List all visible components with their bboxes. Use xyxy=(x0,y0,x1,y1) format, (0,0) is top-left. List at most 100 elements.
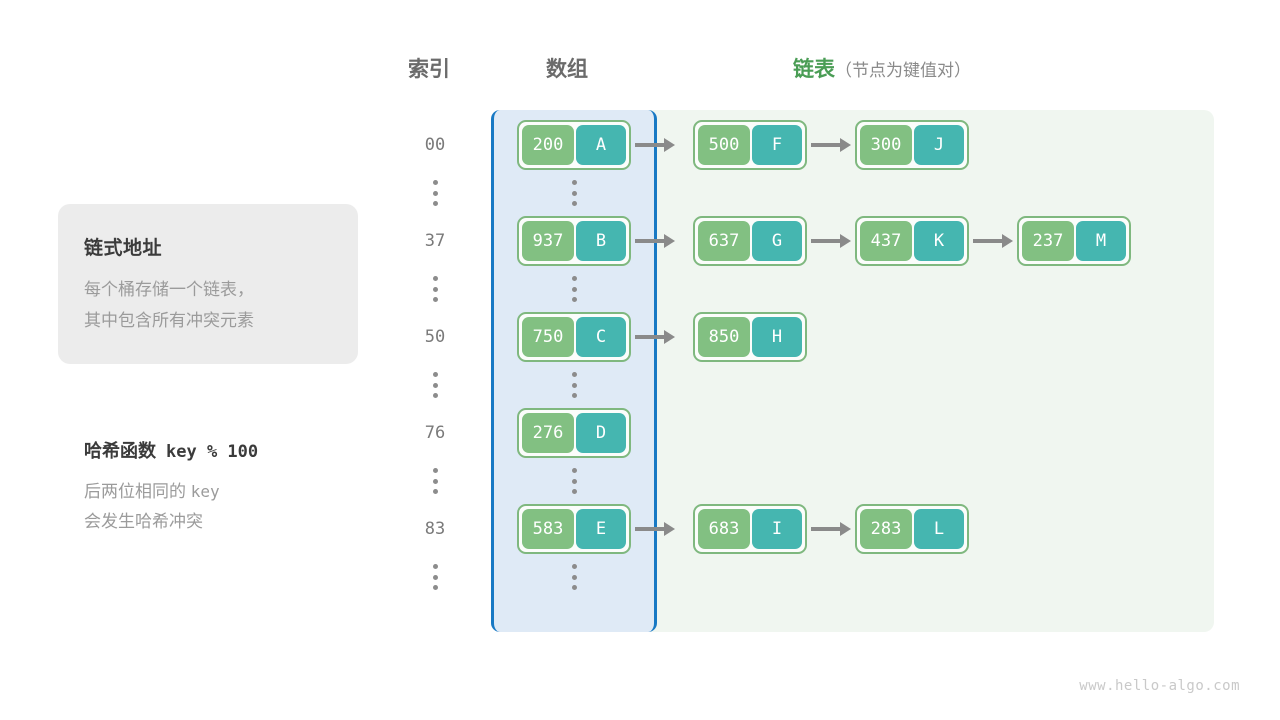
array-ellipsis-icon xyxy=(566,372,582,398)
index-ellipsis-icon xyxy=(427,564,443,590)
index-label: 00 xyxy=(424,135,446,155)
next-pointer-arrow xyxy=(973,234,1013,248)
header-index: 索引 xyxy=(408,58,450,81)
node-key: 237 xyxy=(1022,221,1074,261)
node-value: L xyxy=(914,509,964,549)
array-ellipsis-icon xyxy=(566,564,582,590)
hash-note-line1: 后两位相同的 xyxy=(84,482,191,501)
node-value: M xyxy=(1076,221,1126,261)
header-linked-list-main: 链表 xyxy=(793,58,835,81)
arrow-head xyxy=(664,234,675,248)
arrow-head xyxy=(840,522,851,536)
index-label: 37 xyxy=(424,231,446,251)
index-ellipsis-icon xyxy=(427,372,443,398)
node-value: G xyxy=(752,221,802,261)
node-value: I xyxy=(752,509,802,549)
arrow-shaft xyxy=(635,143,665,147)
arrow-shaft xyxy=(635,335,665,339)
index-label: 50 xyxy=(424,327,446,347)
info-card: 链式地址 每个桶存储一个链表， 其中包含所有冲突元素 xyxy=(58,204,358,364)
node-value: B xyxy=(576,221,626,261)
next-pointer-arrow xyxy=(635,138,675,152)
next-pointer-arrow xyxy=(635,234,675,248)
next-pointer-arrow xyxy=(635,522,675,536)
node-key: 276 xyxy=(522,413,574,453)
array-ellipsis-icon xyxy=(566,276,582,302)
arrow-head xyxy=(840,138,851,152)
hash-function-label: 哈希函数 xyxy=(84,441,156,461)
node-value: D xyxy=(576,413,626,453)
node-key: 300 xyxy=(860,125,912,165)
hash-note-line2: 会发生哈希冲突 xyxy=(84,512,203,531)
node-key: 850 xyxy=(698,317,750,357)
node-key: 937 xyxy=(522,221,574,261)
node-key: 583 xyxy=(522,509,574,549)
node-value: K xyxy=(914,221,964,261)
node-key: 683 xyxy=(698,509,750,549)
ellipsis-row xyxy=(392,462,1214,500)
index-label: 76 xyxy=(424,423,446,443)
hash-function-note: 后两位相同的 key 会发生哈希冲突 xyxy=(84,477,220,537)
node-key: 283 xyxy=(860,509,912,549)
arrow-shaft xyxy=(635,527,665,531)
ellipsis-row xyxy=(392,174,1214,212)
ellipsis-row xyxy=(392,558,1214,596)
node-key: 200 xyxy=(522,125,574,165)
header-linked-list-sub: （节点为键值对） xyxy=(835,61,971,80)
hash-function-expression: key % 100 xyxy=(166,442,259,462)
hash-note-key-mono: key xyxy=(190,482,220,501)
node-key: 500 xyxy=(698,125,750,165)
arrow-shaft xyxy=(811,143,841,147)
arrow-shaft xyxy=(973,239,1003,243)
node-key: 750 xyxy=(522,317,574,357)
arrow-head xyxy=(664,330,675,344)
ellipsis-row xyxy=(392,366,1214,404)
arrow-head xyxy=(1002,234,1013,248)
array-ellipsis-icon xyxy=(566,468,582,494)
index-label: 83 xyxy=(424,519,446,539)
node-key: 437 xyxy=(860,221,912,261)
index-ellipsis-icon xyxy=(427,180,443,206)
next-pointer-arrow xyxy=(811,522,851,536)
node-value: J xyxy=(914,125,964,165)
ellipsis-row xyxy=(392,270,1214,308)
node-value: C xyxy=(576,317,626,357)
index-ellipsis-icon xyxy=(427,276,443,302)
arrow-head xyxy=(664,138,675,152)
arrow-shaft xyxy=(811,239,841,243)
next-pointer-arrow xyxy=(811,234,851,248)
header-array: 数组 xyxy=(546,58,588,81)
node-value: H xyxy=(752,317,802,357)
arrow-head xyxy=(664,522,675,536)
hash-function-title: 哈希函数 key % 100 xyxy=(84,437,258,463)
node-value: F xyxy=(752,125,802,165)
arrow-head xyxy=(840,234,851,248)
next-pointer-arrow xyxy=(635,330,675,344)
next-pointer-arrow xyxy=(811,138,851,152)
arrow-shaft xyxy=(635,239,665,243)
watermark: www.hello-algo.com xyxy=(1079,678,1240,694)
header-linked-list: 链表（节点为键值对） xyxy=(793,53,971,83)
info-card-body: 每个桶存储一个链表， 其中包含所有冲突元素 xyxy=(84,280,254,330)
node-key: 637 xyxy=(698,221,750,261)
info-card-title: 链式地址 xyxy=(84,238,163,259)
array-ellipsis-icon xyxy=(566,180,582,206)
